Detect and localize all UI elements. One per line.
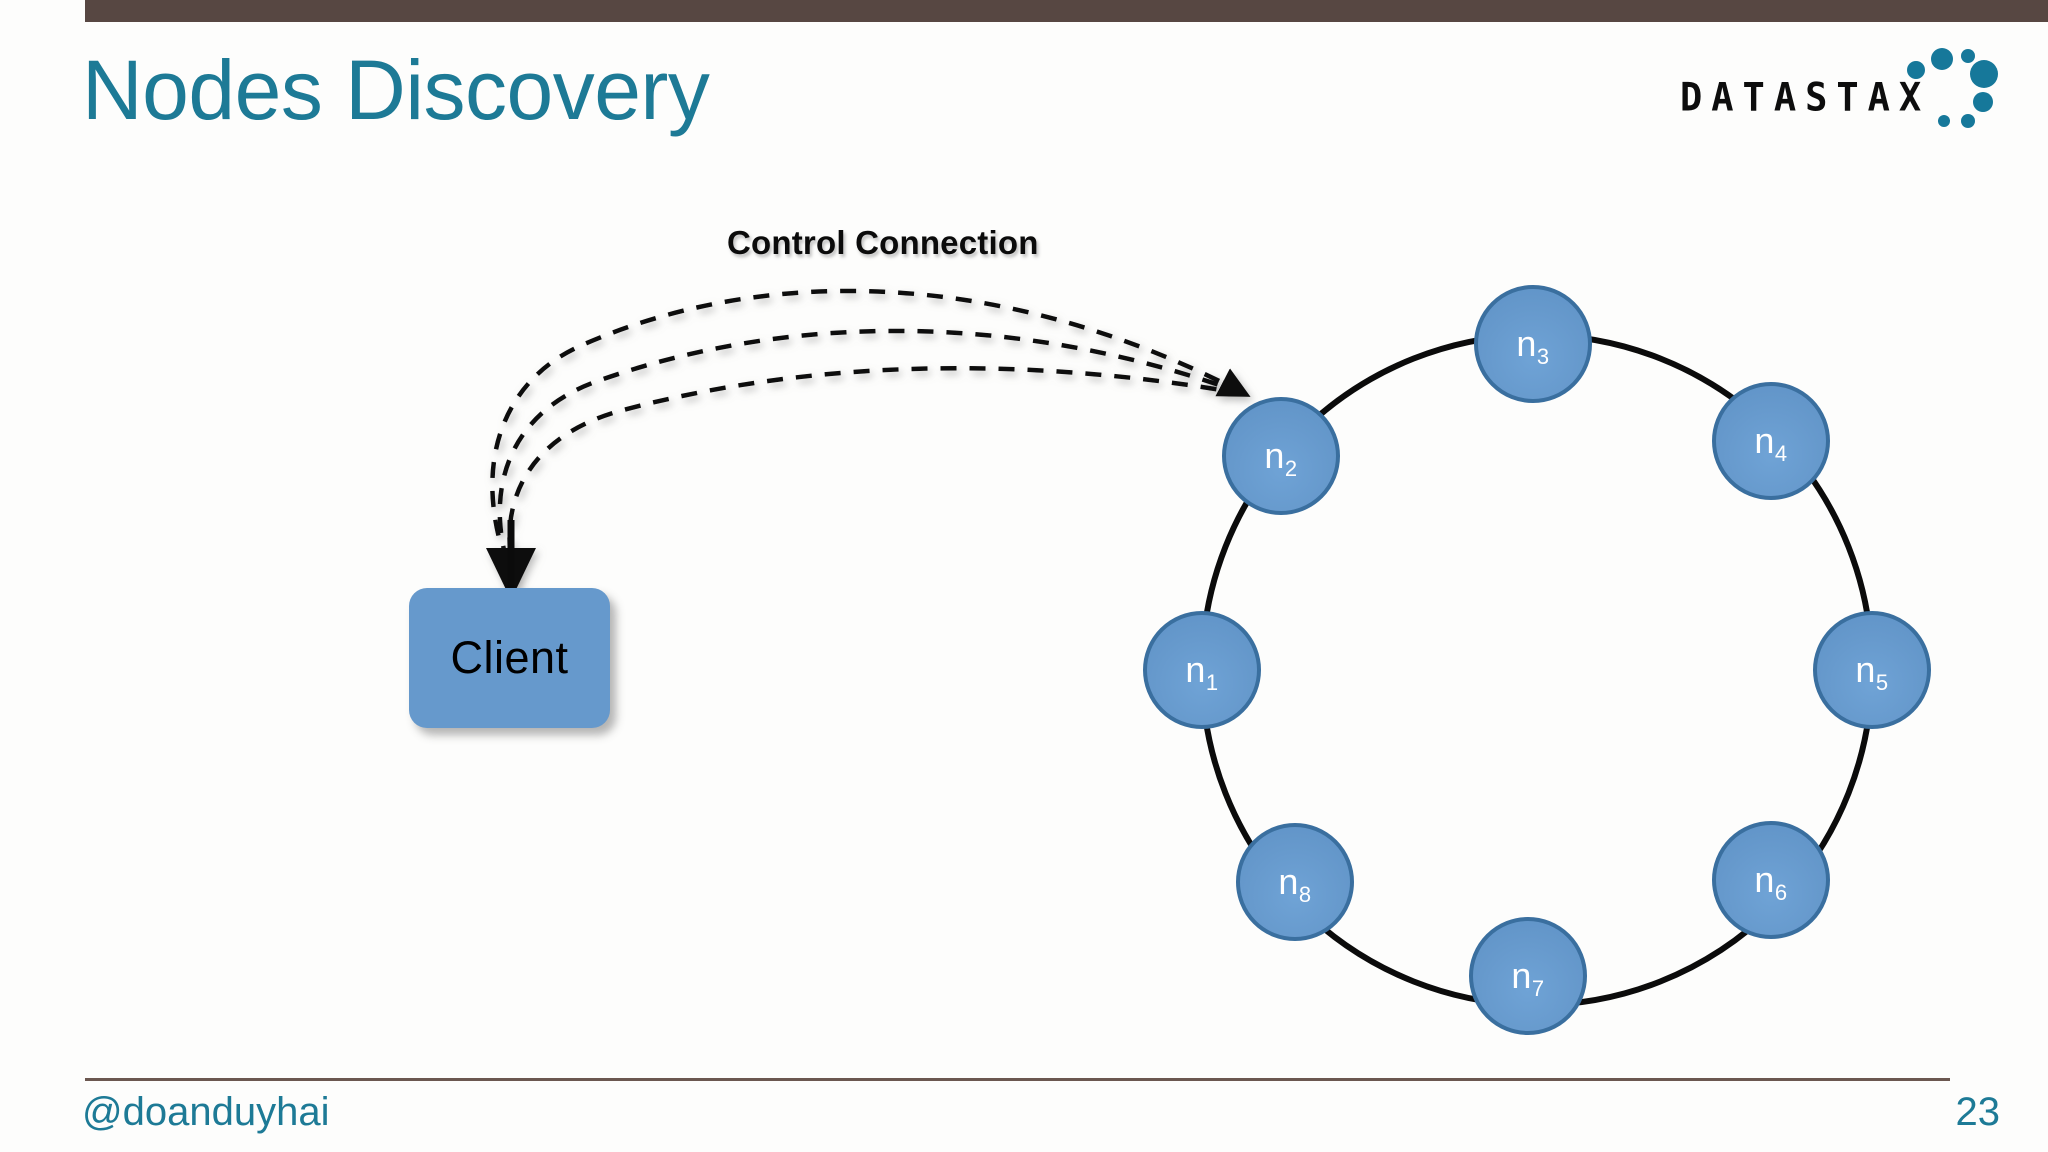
ring-node-letter: n <box>1185 649 1206 690</box>
ring-node-label-n3: n3 <box>1516 323 1549 368</box>
ring-node-index: 3 <box>1536 344 1550 370</box>
control-connection-label: Control Connection <box>727 224 1039 261</box>
footer-page-number: 23 <box>1955 1090 2001 1134</box>
ring-node-label-n6: n6 <box>1754 859 1787 904</box>
ring-node-label-n1: n1 <box>1185 649 1218 694</box>
datastax-wordmark: DATASTAX <box>1680 74 1931 121</box>
ring-node-letter: n <box>1516 323 1537 364</box>
ring-node-letter: n <box>1278 861 1299 902</box>
footer-divider <box>85 1078 1950 1081</box>
ring-node-label-n5: n5 <box>1855 649 1888 694</box>
top-accent-bar <box>85 0 2048 22</box>
control-connection-curve-1 <box>490 288 1251 573</box>
control-connection-curve-2 <box>497 328 1246 579</box>
ring-node-index: 6 <box>1774 880 1788 906</box>
ring-node-index: 1 <box>1205 670 1219 696</box>
datastax-logo: DATASTAX <box>1680 40 2000 130</box>
control-connection-curve-3 <box>507 365 1246 583</box>
page-title: Nodes Discovery <box>82 43 710 137</box>
ring-node-index: 7 <box>1531 976 1545 1002</box>
control-connection-curves <box>490 288 1251 583</box>
ring-node-letter: n <box>1264 435 1285 476</box>
ring-node-label-n7: n7 <box>1511 955 1544 1000</box>
ring-node-label-n2: n2 <box>1264 435 1297 480</box>
client-label: Client <box>450 632 569 683</box>
ring-node-index: 2 <box>1284 456 1298 482</box>
ring-node-label-n4: n4 <box>1754 420 1787 465</box>
ring-node-letter: n <box>1754 420 1775 461</box>
ring-node-index: 4 <box>1774 441 1788 467</box>
ring-node-index: 8 <box>1298 882 1312 908</box>
client-node[interactable]: Client <box>409 588 610 728</box>
ring-node-label-n8: n8 <box>1278 861 1311 906</box>
ring-node-index: 5 <box>1875 670 1889 696</box>
ring-node-letter: n <box>1855 649 1876 690</box>
ring-node-letter: n <box>1511 955 1532 996</box>
ring-node-letter: n <box>1754 859 1775 900</box>
ring-nodes <box>1143 285 1931 1035</box>
footer-handle: @doanduyhai <box>82 1090 330 1134</box>
datastax-dots-icon <box>1907 48 1998 128</box>
